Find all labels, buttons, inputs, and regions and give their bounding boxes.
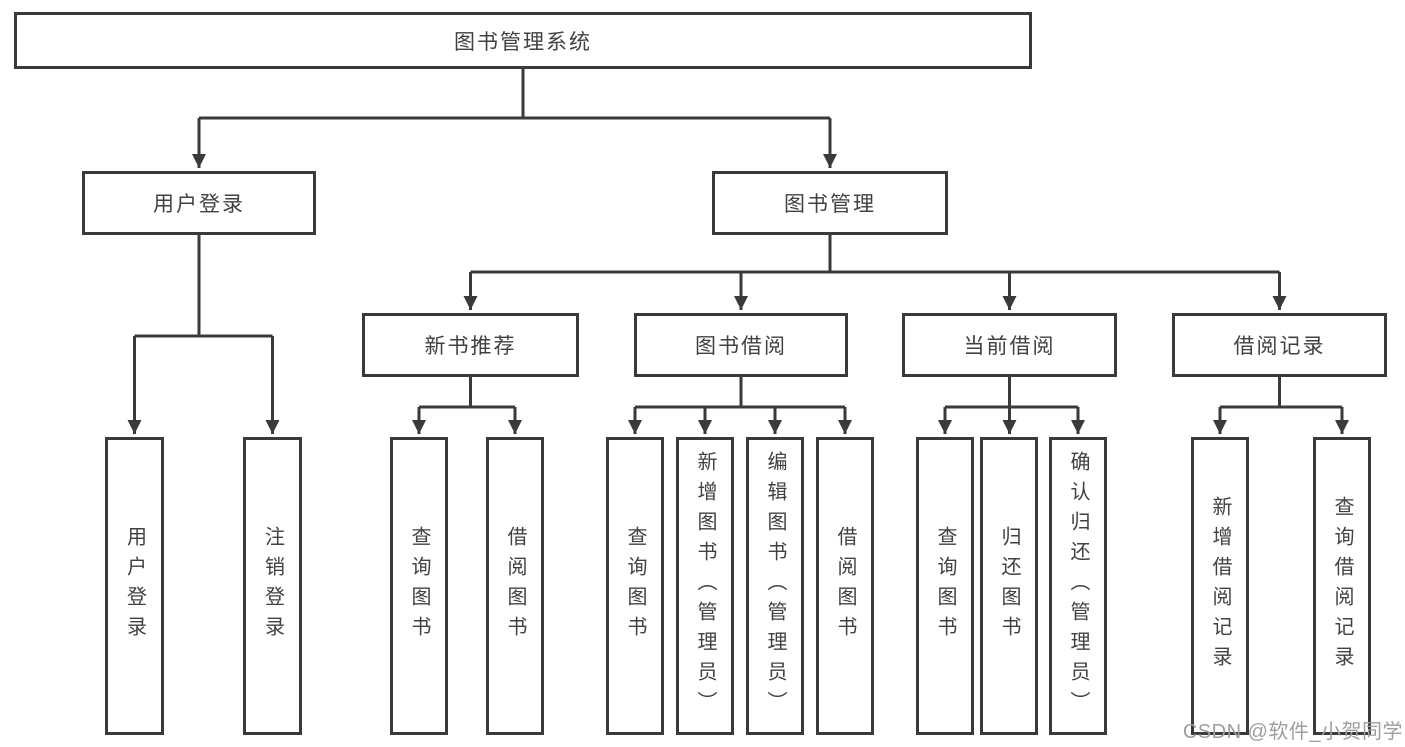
edges-new-book-recommend-to-leaves (412, 377, 522, 434)
leaf-query-books-3: 查询图书 (916, 437, 974, 735)
node-current-borrowing: 当前借阅 (902, 313, 1117, 377)
node-label: 借阅记录 (1233, 335, 1326, 358)
node-label: 当前借阅 (963, 335, 1056, 358)
node-label: 图书管理系统 (454, 30, 592, 54)
node-label: 编辑图书（管理员） (764, 451, 786, 721)
leaf-borrow-books-1: 借阅图书 (486, 437, 544, 735)
leaf-query-books-2: 查询图书 (606, 437, 664, 735)
node-label: 新增借阅记录 (1209, 496, 1231, 676)
node-user-login: 用户登录 (82, 171, 316, 235)
csdn-watermark: CSDN @软件_小贺同学 (1182, 721, 1403, 743)
leaf-add-books-admin: 新增图书（管理员） (676, 437, 734, 735)
node-new-book-recommend: 新书推荐 (362, 313, 579, 377)
node-book-borrowing: 图书借阅 (634, 313, 848, 377)
node-label: 用户登录 (123, 526, 146, 646)
edges-root-to-level2 (192, 69, 837, 168)
edges-user-login-to-leaves (127, 235, 280, 434)
leaf-confirm-return-admin: 确认归还（管理员） (1049, 437, 1107, 735)
leaf-edit-books-admin: 编辑图书（管理员） (746, 437, 804, 735)
edges-book-management-to-level3 (463, 235, 1287, 310)
leaf-return-books: 归还图书 (980, 437, 1038, 735)
node-label: 图书管理 (784, 193, 876, 216)
node-label: 归还图书 (998, 526, 1020, 646)
leaf-borrow-books-2: 借阅图书 (816, 437, 874, 735)
node-label: 注销登录 (261, 526, 284, 646)
node-library-management-system: 图书管理系统 (14, 12, 1032, 69)
edges-book-borrowing-to-leaves (628, 377, 852, 434)
node-label: 确认归还（管理员） (1067, 451, 1089, 721)
edges-borrow-records-to-leaves (1213, 377, 1349, 434)
leaf-query-books-1: 查询图书 (390, 437, 448, 735)
node-label: 查询图书 (408, 526, 430, 646)
leaf-add-borrow-record: 新增借阅记录 (1191, 437, 1249, 735)
node-book-management: 图书管理 (712, 171, 948, 235)
edges-current-borrowing-to-leaves (938, 377, 1085, 434)
node-label: 借阅图书 (504, 526, 526, 646)
node-label: 查询图书 (934, 526, 956, 646)
node-label: 借阅图书 (834, 526, 856, 646)
node-label: 查询图书 (624, 526, 646, 646)
leaf-logout-login: 注销登录 (243, 437, 302, 735)
node-label: 查询借阅记录 (1331, 496, 1353, 676)
leaf-user-login: 用户登录 (105, 437, 164, 735)
leaf-query-borrow-record: 查询借阅记录 (1313, 437, 1371, 735)
node-label: 新增图书（管理员） (694, 451, 716, 721)
node-borrow-records: 借阅记录 (1172, 313, 1387, 377)
node-label: 图书借阅 (695, 335, 787, 358)
node-label: 新书推荐 (424, 335, 517, 358)
node-label: 用户登录 (153, 193, 245, 216)
